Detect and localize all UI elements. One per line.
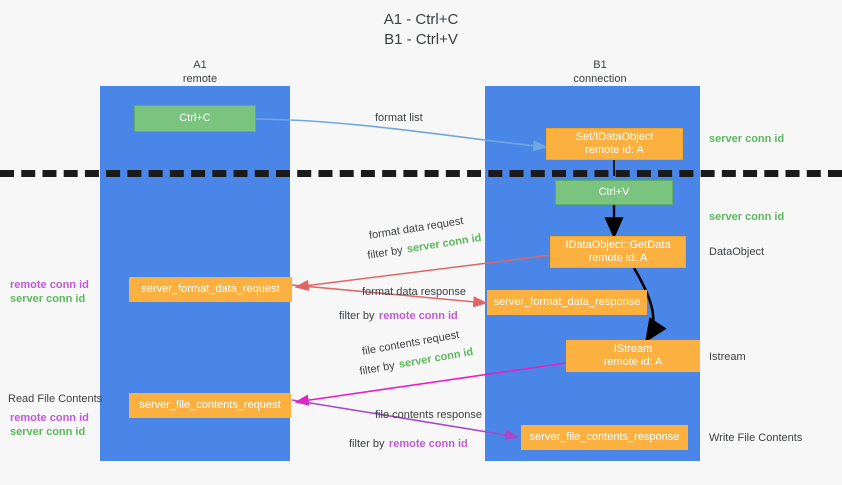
filter-value-remote-conn-1: remote conn id — [378, 310, 458, 322]
node-istream-line1: IStream — [613, 343, 653, 355]
annotation-right-server-conn-2: server conn id — [709, 211, 785, 223]
filter-value-remote-conn-2: remote conn id — [388, 438, 468, 450]
node-getdata-line2: remote id: A — [588, 252, 648, 264]
node-server-file-contents-request-label: server_file_contents_request — [139, 399, 281, 411]
edge-label-format-data-response: format data response — [362, 286, 466, 298]
node-server-format-data-request-label: server_format_data_request — [141, 283, 280, 295]
edge-file-contents-request — [294, 362, 567, 406]
edge-format-list — [255, 118, 548, 152]
annotation-left-server-conn-2: server conn id — [10, 426, 86, 438]
filter-prefix-3: filter by — [358, 359, 396, 378]
edge-label-file-contents-request-filter: filter by server conn id — [358, 346, 474, 380]
node-set-idataobject-line1: Set/IDataObject — [575, 131, 654, 143]
filter-prefix-1: filter by — [366, 244, 404, 262]
annotation-left-group-2: remote conn id server conn id — [10, 411, 89, 439]
node-server-format-data-response[interactable]: server_format_data_response — [487, 290, 647, 315]
edge-label-format-data-request-filter: filter by server conn id — [366, 232, 483, 264]
filter-prefix-4: filter by — [349, 438, 385, 450]
edge-label-file-contents-response-filter: filter by remote conn id — [349, 434, 468, 452]
title-line-2: B1 - Ctrl+V — [384, 31, 458, 48]
lane-b1-name: B1 — [593, 59, 607, 71]
annotation-right-dataobject: DataObject — [709, 246, 765, 258]
node-server-file-contents-response-label: server_file_contents_response — [529, 431, 680, 443]
node-istream[interactable]: IStream remote id: A — [566, 340, 700, 372]
node-server-format-data-request[interactable]: server_format_data_request — [129, 277, 292, 302]
lane-a1-sub: remote — [182, 73, 218, 85]
lane-a1-name: A1 — [193, 59, 207, 71]
annotation-right-server-conn-1: server conn id — [709, 133, 785, 145]
filter-prefix-2: filter by — [339, 310, 375, 322]
title-line-1: A1 - Ctrl+C — [383, 11, 459, 28]
edge-label-format-list: format list — [375, 112, 423, 124]
node-set-idataobject[interactable]: Set/IDataObject remote id: A — [546, 128, 683, 160]
node-server-format-data-response-label: server_format_data_response — [493, 296, 641, 308]
annotation-left-remote-conn-1: remote conn id — [10, 279, 89, 291]
node-getdata[interactable]: IDataObject::GetData remote id: A — [550, 236, 686, 268]
annotation-right-istream: Istream — [709, 351, 746, 363]
node-getdata-line1: IDataObject::GetData — [565, 239, 671, 251]
annotation-left-remote-conn-2: remote conn id — [10, 412, 89, 424]
node-istream-line2: remote id: A — [603, 356, 663, 368]
divider-dashed-line — [0, 170, 842, 177]
edge-format-data-request — [294, 254, 553, 291]
edge-label-format-data-response-filter: filter by remote conn id — [339, 306, 458, 324]
lane-header-b1: B1 connection — [540, 58, 660, 86]
node-server-file-contents-request[interactable]: server_file_contents_request — [129, 393, 291, 418]
annotation-right-write-file-contents: Write File Contents — [709, 432, 803, 444]
edge-getdata-to-istream — [632, 267, 667, 343]
lane-b1-sub: connection — [573, 73, 627, 85]
diagram-title: A1 - Ctrl+C B1 - Ctrl+V — [0, 10, 842, 50]
lane-header-a1: A1 remote — [140, 58, 260, 86]
node-ctrl-v-label: Ctrl+V — [598, 186, 630, 198]
annotation-left-read-file-contents: Read File Contents — [8, 393, 103, 405]
node-ctrl-c[interactable]: Ctrl+C — [134, 105, 256, 132]
edge-label-file-contents-response: file contents response — [375, 409, 483, 421]
edge-format-data-response — [291, 284, 488, 308]
node-ctrl-v[interactable]: Ctrl+V — [555, 180, 673, 205]
node-server-file-contents-response[interactable]: server_file_contents_response — [521, 425, 688, 450]
edge-file-contents-response — [291, 399, 520, 441]
annotation-left-server-conn-1: server conn id — [10, 293, 86, 305]
annotation-left-group-1: remote conn id server conn id — [10, 278, 89, 306]
node-set-idataobject-line2: remote id: A — [585, 144, 644, 156]
node-ctrl-c-label: Ctrl+C — [179, 112, 211, 124]
